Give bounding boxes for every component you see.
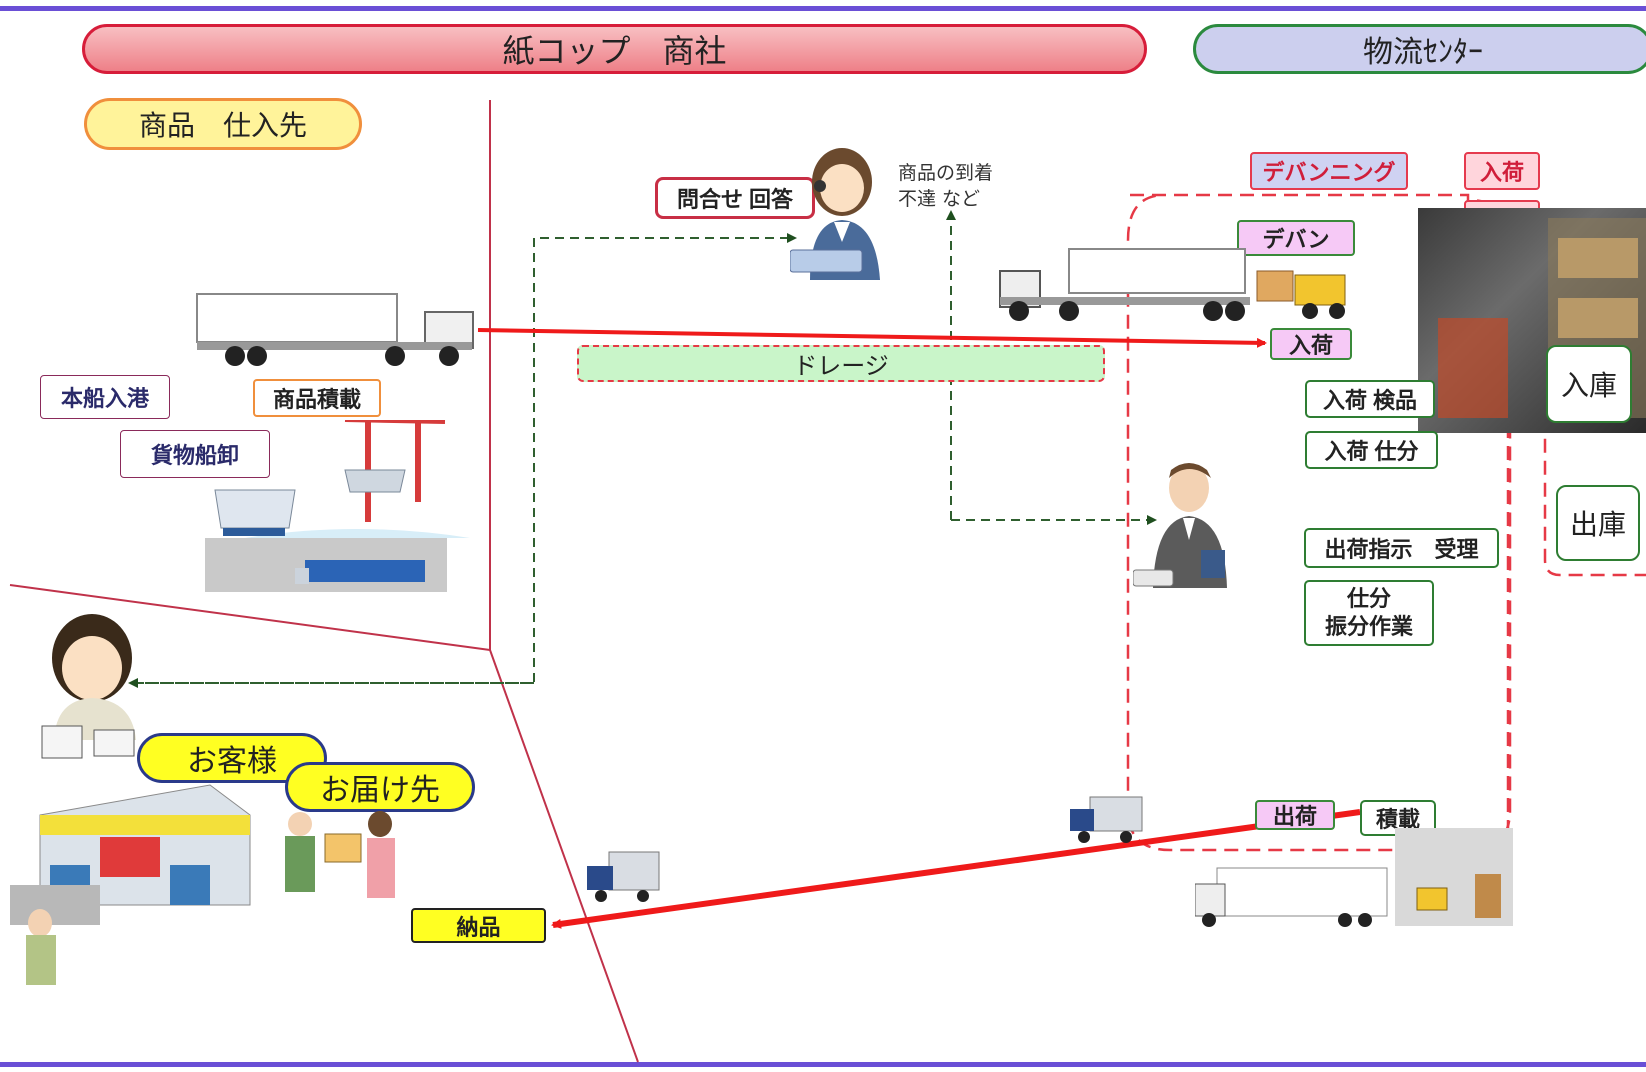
devan-label: デバン (1237, 220, 1355, 256)
picking-label: 仕分 振分作業 (1304, 580, 1434, 646)
inquiry-label: 問合せ 回答 (655, 177, 815, 219)
picking-line2: 振分作業 (1324, 614, 1413, 639)
customer-phone-figure (40, 610, 150, 760)
destination-label: お届け先 (285, 762, 475, 812)
logistics-title: 物流ｾﾝﾀｰ (1363, 36, 1483, 69)
supplier-label: 商品 仕入先 (84, 98, 362, 150)
devanning-tag: デバンニング (1250, 152, 1408, 190)
note-line2: 不達 など (898, 188, 981, 210)
delivery-label: 納品 (411, 908, 546, 943)
port-illustration (205, 420, 470, 592)
drayage-text: ドレージ (793, 353, 889, 380)
nyuka-tag: 入荷 (1464, 152, 1540, 190)
operator-figure (790, 142, 898, 282)
inspect-label: 入荷 検品 (1305, 380, 1435, 418)
sort-label: 入荷 仕分 (1305, 431, 1438, 469)
company-header: 紙コップ 商社 (82, 24, 1147, 74)
customer-text: お客様 (187, 745, 277, 778)
trailer-truck-left (195, 290, 480, 372)
delivery-truck-small (585, 850, 661, 905)
picking-line1: 仕分 (1346, 586, 1391, 611)
note-line1: 商品の到着 (898, 162, 994, 184)
warehouse-out-label: 出庫 (1556, 485, 1640, 561)
cargo-unloading-label: 貨物船卸 (120, 430, 270, 478)
dock-illustration (1195, 828, 1515, 928)
drayage-label: ドレージ (577, 345, 1105, 382)
destination-text: お届け先 (320, 774, 440, 807)
warehouse-in-text: 入庫 (1560, 370, 1617, 401)
customer-label: お客様 (137, 733, 327, 783)
loading-label: 積載 (1360, 800, 1436, 836)
center-truck-small (1068, 795, 1144, 845)
warehouse-out-text: 出庫 (1569, 509, 1626, 540)
devan-truck (995, 245, 1360, 325)
vessel-arrival-label: 本船入港 (40, 375, 170, 419)
delivery-people-illustration (275, 810, 410, 910)
goods-loading-label: 商品積載 (253, 379, 381, 417)
top-rule (0, 6, 1646, 11)
inquiry-note: 商品の到着 不達 など (898, 160, 993, 212)
shukka-bottom-label: 出荷 (1255, 800, 1335, 830)
staff-phone-figure (1133, 460, 1243, 590)
nyuka-label: 入荷 (1270, 328, 1352, 360)
store-illustration (10, 775, 270, 990)
warehouse-in-label: 入庫 (1546, 345, 1632, 423)
company-title: 紙コップ 商社 (502, 33, 727, 69)
bottom-rule (0, 1062, 1646, 1067)
logistics-header: 物流ｾﾝﾀｰ (1193, 24, 1646, 74)
supplier-text: 商品 仕入先 (138, 110, 307, 141)
ship-order-label: 出荷指示 受理 (1304, 528, 1499, 568)
